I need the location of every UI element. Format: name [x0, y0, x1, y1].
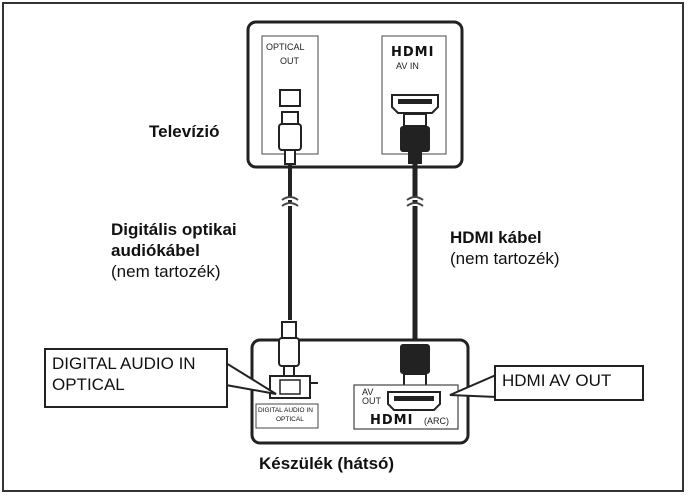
device-av-out-label-2: OUT	[362, 396, 381, 406]
device-arc-label: (ARC)	[424, 416, 449, 426]
digital-audio-callout-line2: OPTICAL	[52, 375, 125, 395]
device-label: Készülék (hátsó)	[259, 454, 395, 473]
hdmi-cable-break	[406, 196, 424, 207]
hdmi-cable-label: HDMI kábel	[450, 228, 542, 247]
optical-cable-label-2: audiókábel	[111, 241, 200, 260]
diagram-frame	[2, 2, 684, 492]
optical-connector-device	[281, 321, 297, 339]
optical-plug-tv	[281, 111, 299, 125]
device-av-out-label-1: AV	[362, 387, 374, 397]
optical-connector-tv	[278, 123, 302, 151]
device-optical-label-box	[255, 403, 319, 429]
tv-hdmi-port-label: AV IN	[396, 61, 419, 71]
tv-label: Televízió	[149, 122, 220, 141]
tv-optical-label-1: OPTICAL	[266, 42, 305, 52]
digital-audio-callout-line1: DIGITAL AUDIO IN	[52, 354, 196, 373]
hdmi-av-out-callout-text: HDMI AV OUT	[502, 371, 612, 390]
device-digital-audio-small-2: OPTICAL	[276, 416, 304, 423]
hdmi-cable-note: (nem tartozék)	[450, 249, 560, 268]
digital-audio-in-callout: DIGITAL AUDIO IN OPTICAL	[44, 348, 228, 408]
optical-cable-break	[281, 196, 299, 207]
tv-hdmi-logo: HDMI	[391, 45, 435, 60]
optical-cable-label-1: Digitális optikai	[111, 220, 237, 239]
tv-optical-label-2: OUT	[280, 56, 299, 66]
optical-cable-note: (nem tartozék)	[111, 262, 221, 281]
hdmi-connector-tv	[400, 126, 430, 152]
hdmi-connector-device	[400, 344, 430, 374]
device-digital-audio-small-1: DIGITAL AUDIO IN	[258, 407, 313, 414]
tv-optical-socket	[279, 89, 301, 107]
hdmi-plug-tv	[403, 113, 427, 127]
hdmi-av-out-callout: HDMI AV OUT	[494, 365, 644, 401]
device-hdmi-logo: HDMI	[370, 413, 414, 428]
